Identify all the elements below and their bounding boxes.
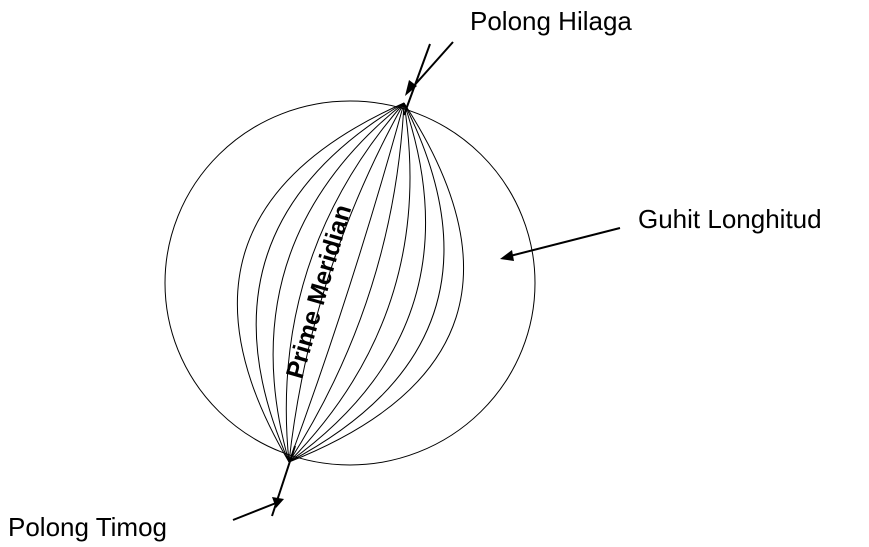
longitude-lines <box>237 103 463 462</box>
north-pole-label: Polong Hilaga <box>470 6 632 36</box>
meridian-line <box>273 103 404 462</box>
globe-outline <box>165 101 535 465</box>
south-pole-arrowhead <box>272 497 284 508</box>
south-pole-arrow-line <box>233 503 276 520</box>
meridian-line <box>286 103 404 462</box>
north-axis-stub <box>404 44 430 115</box>
north-pole-arrow-line <box>412 42 453 88</box>
longitude-line-label: Guhit Longhitud <box>638 204 822 234</box>
longitude-arrowhead <box>500 250 514 261</box>
longitude-arrow-line <box>510 228 620 256</box>
south-pole-label: Polong Timog <box>8 512 167 542</box>
